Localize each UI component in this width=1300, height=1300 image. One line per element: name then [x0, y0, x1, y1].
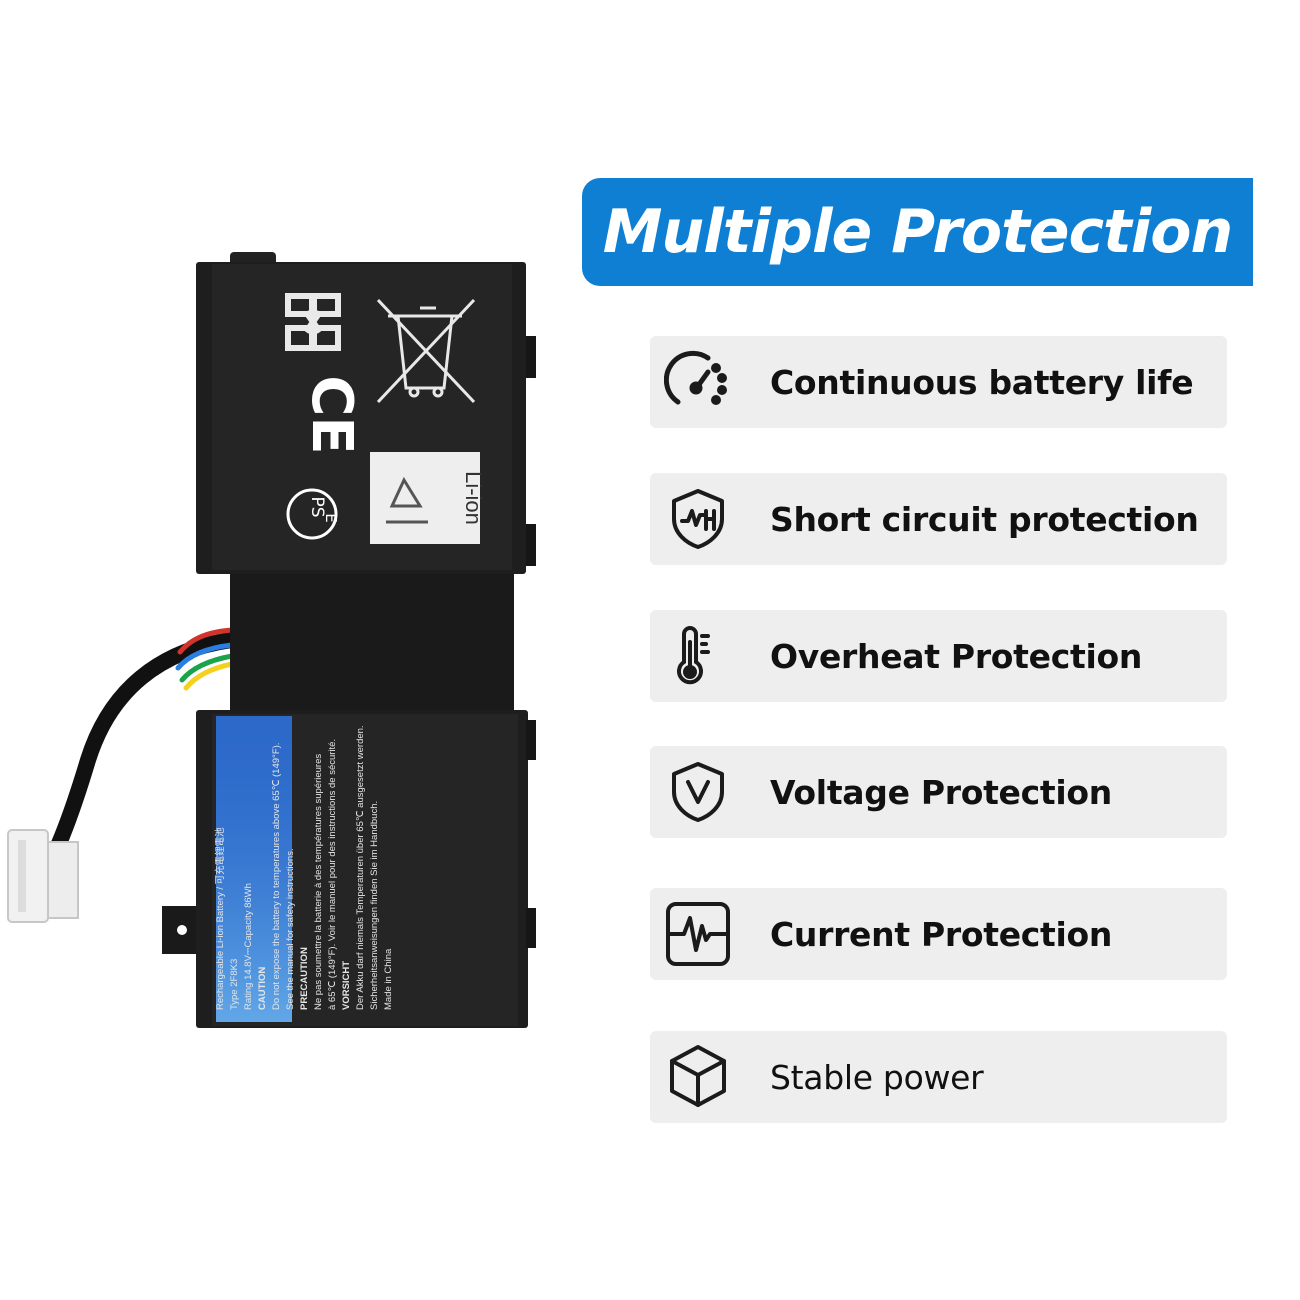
svg-text:Li-ion: Li-ion	[461, 471, 486, 525]
battery-label-line: Made in China	[383, 948, 394, 1010]
battery-label-line: Rechargeable Li-ion Battery / 可充電鋰電池	[215, 827, 226, 1010]
svg-text:CE: CE	[299, 375, 364, 454]
feature-overheat-protection: Overheat Protection	[650, 610, 1227, 702]
waveform-icon	[664, 900, 732, 968]
feature-label: Short circuit protection	[770, 499, 1199, 539]
battery-plug	[7, 829, 79, 923]
battery-label-line: CAUTION	[257, 966, 268, 1010]
page-title: Multiple Protection	[602, 197, 1233, 267]
feature-label: Stable power	[770, 1057, 984, 1097]
battery-label-line: Der Akku darf niemals Temperaturen über …	[355, 725, 366, 1010]
feature-label: Current Protection	[770, 914, 1113, 954]
cube-icon	[664, 1043, 732, 1111]
thermometer-icon	[664, 622, 732, 690]
feature-label: Voltage Protection	[770, 772, 1112, 812]
battery-label-line: Ne pas soumettre la batterie à des tempé…	[313, 753, 324, 1010]
battery-label-line: Rating 14.8V⎓Capacity 86Wh	[243, 883, 254, 1010]
feature-label: Continuous battery life	[770, 362, 1194, 402]
shield-circuit-icon	[664, 485, 732, 553]
svg-text:E: E	[322, 513, 340, 522]
battery-top-cell: CE Li-ion PS E	[196, 252, 536, 574]
feature-continuous-battery-life: Continuous battery life	[650, 336, 1227, 428]
battery-label-line: à 65℃ (149°F). Voir le manuel pour des i…	[327, 738, 338, 1010]
feature-stable-power: Stable power	[650, 1031, 1227, 1123]
svg-text:PS: PS	[307, 496, 327, 517]
shield-voltage-icon	[664, 758, 732, 826]
battery-label: Rechargeable Li-ion Battery / 可充電鋰電池 Typ…	[214, 210, 394, 1010]
feature-label: Overheat Protection	[770, 636, 1143, 676]
feature-current-protection: Current Protection	[650, 888, 1227, 980]
gauge-icon	[664, 348, 732, 416]
battery-label-line: Do not expose the battery to temperature…	[271, 742, 282, 1010]
battery-label-line: Type 2F8K3	[229, 958, 240, 1010]
battery-label-line: PRECAUTION	[299, 947, 310, 1010]
battery-bridge	[230, 574, 514, 710]
battery-bottom-cell	[162, 710, 536, 1028]
battery-label-line: See the manual for safety instructions.	[285, 848, 296, 1010]
title-banner: Multiple Protection	[582, 178, 1253, 286]
battery-label-line: VORSICHT	[341, 960, 352, 1010]
feature-voltage-protection: Voltage Protection	[650, 746, 1227, 838]
battery-label-line: Sicherheitsanweisungen finden Sie im Han…	[369, 800, 380, 1010]
feature-short-circuit-protection: Short circuit protection	[650, 473, 1227, 565]
